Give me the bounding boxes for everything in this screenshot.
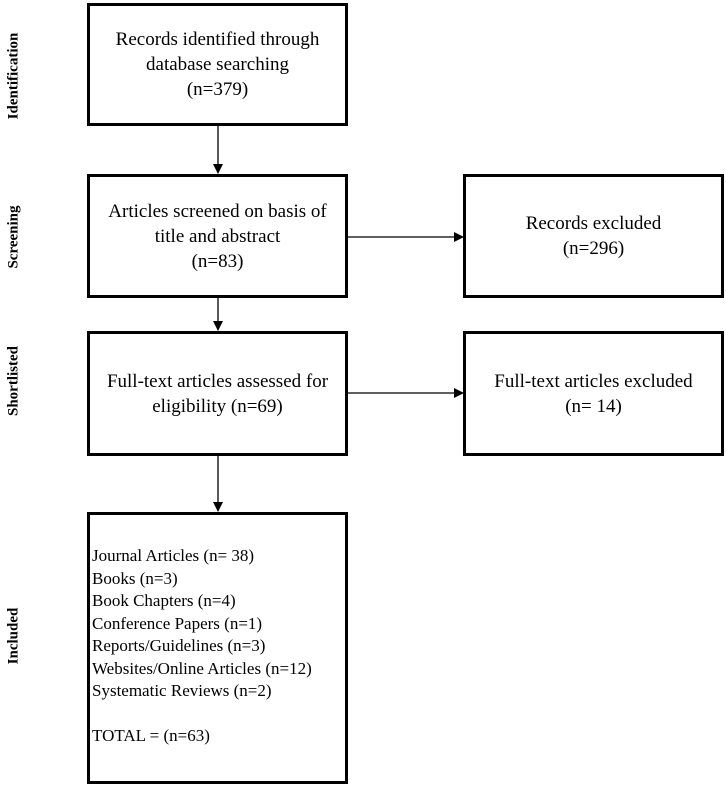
box-articles-screened-line-1: Articles screened on basis of (108, 200, 327, 222)
box-records-identified-line-1: Records identified through (115, 29, 320, 50)
included-item-reports-guidelines: Reports/Guidelines (n=3) (92, 636, 266, 655)
box-records-identified-line-3: (n=379) (186, 79, 249, 100)
included-item-conference-papers: Conference Papers (n=1) (92, 613, 263, 633)
box-records-identified: Records identified through database sear… (87, 3, 348, 126)
included-item-book-chapters: Book Chapters (n=4) (92, 591, 236, 610)
box-articles-screened-line-3: (n=83) (191, 250, 244, 272)
included-total: TOTAL = (n=63) (92, 725, 210, 745)
box-fulltext-excluded: Full-text articles excluded (n= 14) (463, 331, 724, 456)
included-list-spacer (92, 703, 312, 725)
box-articles-screened: Articles screened on basis of title and … (87, 174, 348, 298)
box-fulltext-assessed: Full-text articles assessed for eligibil… (87, 331, 348, 456)
box-fulltext-excluded-line-1: Full-text articles excluded (494, 370, 693, 392)
box-fulltext-assessed-line-1: Full-text articles assessed for (106, 370, 329, 392)
included-item-books: Books (n=3) (92, 568, 178, 588)
included-item-websites: Websites/Online Articles (n=12) (92, 658, 312, 678)
box-records-identified-line-2: database searching (146, 54, 289, 75)
included-item-systematic-reviews: Systematic Reviews (n=2) (92, 681, 272, 700)
box-records-excluded-line-1: Records excluded (525, 213, 662, 234)
box-included: Journal Articles (n= 38) Books (n=3) Boo… (87, 512, 348, 784)
included-list: Journal Articles (n= 38) Books (n=3) Boo… (92, 545, 312, 747)
box-records-excluded: Records excluded (n=296) (463, 174, 724, 298)
box-fulltext-excluded-line-2: (n= 14) (565, 395, 622, 417)
box-records-excluded-line-2: (n=296) (562, 238, 625, 259)
included-item-journal-articles: Journal Articles (n= 38) (92, 546, 255, 565)
box-fulltext-assessed-line-2: eligibility (n=69) (152, 395, 283, 417)
box-articles-screened-line-2: title and abstract (154, 225, 281, 247)
